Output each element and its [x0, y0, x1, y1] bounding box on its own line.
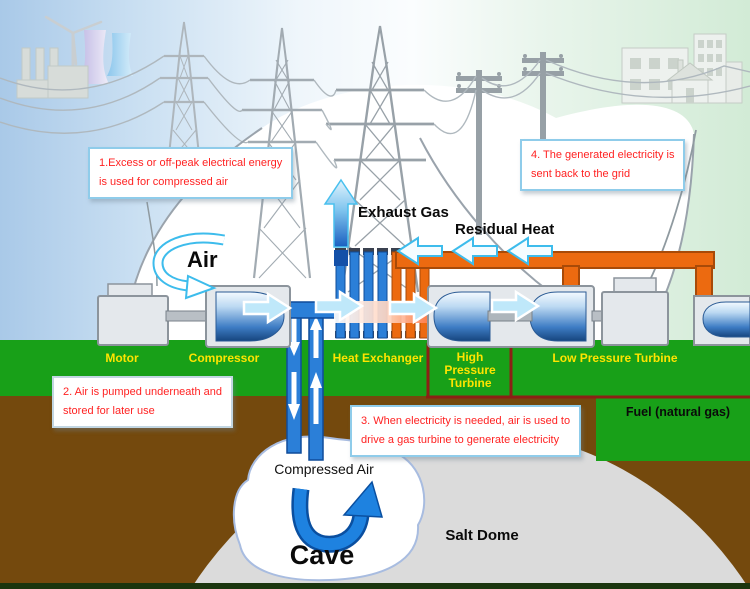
bottom-strip: [0, 583, 750, 589]
right-edge-machine: [693, 295, 750, 346]
pipe-flow-arrows: [288, 316, 322, 424]
high-pressure-turbine: [433, 291, 491, 342]
power-lines: [0, 55, 750, 169]
cave-circulation-arrow: [291, 480, 384, 553]
power-plant-icon: [16, 15, 133, 99]
generator-machine: [601, 277, 669, 346]
residual-heat-label: Residual Heat: [455, 221, 555, 238]
cave-label: Cave: [289, 540, 355, 570]
callout-step4-line1: 4. The generated electricity is: [531, 149, 675, 161]
callout-step4: 4. The generated electricity is sent bac…: [520, 139, 686, 191]
fuel-label: Fuel (natural gas): [625, 405, 731, 419]
callout-step1-line1: 1.Excess or off-peak electrical energy: [99, 157, 283, 169]
residual-heat-arrows: [396, 236, 553, 266]
low-pressure-turbine: [529, 291, 587, 342]
callout-step4-line2: sent back to the grid: [531, 168, 631, 180]
exhaust-gas-label: Exhaust Gas: [358, 204, 449, 221]
compressor-label: Compressor: [188, 351, 260, 365]
callout-step2: 2. Air is pumped underneath and stored f…: [52, 376, 234, 428]
factory-icon: [16, 47, 89, 99]
salt-dome-label: Salt Dome: [445, 527, 519, 544]
turbine-housing: [427, 285, 595, 348]
exhaust-gas-arrow: [323, 178, 359, 266]
tower-windows: [698, 40, 722, 76]
fuel-grass-area: [596, 397, 750, 461]
air-swoosh-arrow: [152, 232, 225, 300]
heat-exchanger-label: Heat Exchanger: [332, 351, 424, 365]
air-label: Air: [187, 247, 218, 272]
air-flow-arrows: [242, 289, 541, 325]
low-pressure-turbine-label: Low Pressure Turbine: [552, 351, 678, 365]
callout-step3-line1: 3. When electricity is needed, air is us…: [361, 415, 571, 427]
callout-step1-line2: is used for compressed air: [99, 176, 228, 188]
compressed-air-label: Compressed Air: [274, 461, 374, 477]
fuel-pipe-lines: [426, 343, 750, 399]
house-icon: [666, 59, 714, 104]
callout-step2-line2: stored for later use: [63, 405, 155, 417]
callout-step3-line2: drive a gas turbine to generate electric…: [361, 434, 560, 446]
utility-pole: [522, 52, 564, 190]
motor-label: Motor: [105, 351, 139, 365]
city-icon: [621, 33, 743, 104]
callout-step1: 1.Excess or off-peak electrical energy i…: [88, 147, 294, 199]
callout-step2-line1: 2. Air is pumped underneath and: [63, 386, 223, 398]
callout-step3: 3. When electricity is needed, air is us…: [350, 405, 582, 457]
motor-shaft: [165, 310, 209, 322]
high-pressure-turbine-label: High Pressure Turbine: [444, 350, 496, 390]
cooling-tower-icon: [107, 33, 133, 76]
motor-grid-wire: [146, 201, 158, 287]
